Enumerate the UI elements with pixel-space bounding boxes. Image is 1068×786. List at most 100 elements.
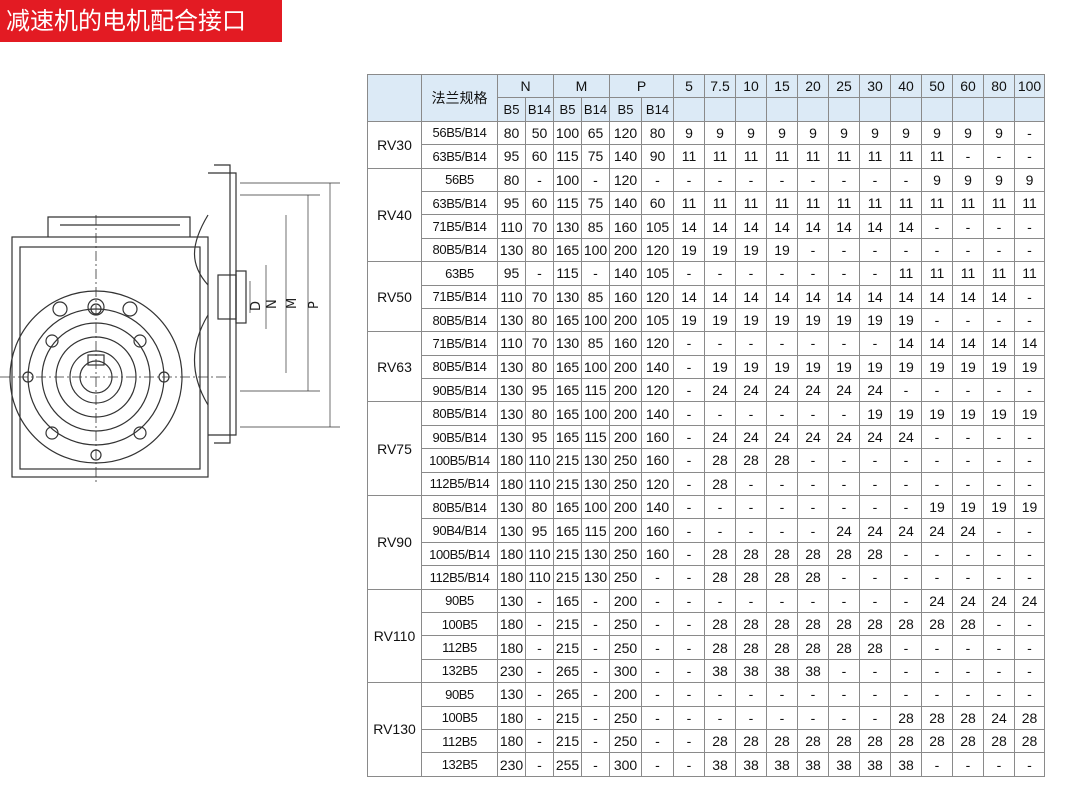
value-cell: 14 [704, 284, 736, 309]
flange-cell: 56B5/B14 [421, 120, 498, 146]
value-cell: 28 [890, 705, 922, 730]
value-cell: - [673, 331, 705, 356]
value-cell: - [828, 261, 860, 286]
value-cell: 24 [983, 588, 1015, 613]
value-cell: 110 [525, 448, 554, 473]
value-cell: 11 [673, 144, 705, 169]
value-cell: - [859, 705, 891, 730]
value-cell: 130 [497, 354, 526, 380]
value-cell: 19 [921, 495, 953, 520]
value-cell: - [766, 331, 798, 356]
value-cell: 160 [641, 541, 674, 567]
value-cell: 38 [766, 658, 798, 684]
value-cell: 105 [641, 214, 674, 239]
value-cell: - [641, 728, 674, 754]
value-cell: - [952, 541, 984, 567]
flange-cell: 80B5/B14 [421, 401, 498, 426]
header-ratio-blank [704, 97, 736, 122]
value-cell: - [797, 167, 829, 192]
value-cell: 19 [921, 401, 953, 426]
header-ratio: 20 [797, 73, 829, 99]
value-cell: 28 [704, 448, 736, 473]
value-cell: 11 [704, 190, 736, 216]
value-cell: 28 [766, 635, 798, 660]
value-cell: 130 [497, 378, 526, 403]
value-cell: 250 [609, 611, 642, 637]
value-cell: - [921, 635, 953, 660]
value-cell: 180 [497, 705, 526, 730]
value-cell: - [983, 237, 1015, 263]
value-cell: 28 [797, 611, 829, 637]
value-cell: - [525, 588, 554, 613]
value-cell: 11 [983, 190, 1015, 216]
value-cell: 140 [641, 354, 674, 380]
flange-cell: 100B5 [421, 611, 498, 637]
value-cell: 19 [859, 307, 891, 333]
value-cell: 19 [704, 237, 736, 263]
header-ratio-blank [766, 97, 798, 122]
value-cell: - [983, 144, 1015, 169]
value-cell: - [921, 541, 953, 567]
header-sub: B5 [553, 97, 582, 122]
value-cell: - [704, 588, 736, 613]
model-cell: RV130 [367, 682, 422, 777]
value-cell: - [828, 237, 860, 263]
header-ratio: 15 [766, 73, 798, 99]
header-sub: B5 [609, 97, 642, 122]
header-ratio-blank [890, 97, 922, 122]
value-cell: - [797, 331, 829, 356]
value-cell: 11 [1014, 190, 1045, 216]
value-cell: 28 [797, 728, 829, 754]
value-cell: - [797, 495, 829, 520]
value-cell: 14 [704, 214, 736, 239]
value-cell: 38 [766, 752, 798, 777]
value-cell: - [735, 588, 767, 613]
value-cell: 160 [609, 214, 642, 239]
value-cell: 160 [641, 448, 674, 473]
value-cell: 14 [828, 284, 860, 309]
value-cell: - [1014, 424, 1045, 450]
value-cell: 115 [581, 518, 610, 543]
flange-cell: 132B5 [421, 752, 498, 777]
value-cell: - [735, 331, 767, 356]
value-cell: - [921, 378, 953, 403]
value-cell: 38 [890, 752, 922, 777]
value-cell: - [859, 658, 891, 684]
value-cell: - [673, 424, 705, 450]
value-cell: 19 [890, 354, 922, 380]
value-cell: 100 [581, 354, 610, 380]
flange-cell: 132B5 [421, 658, 498, 684]
value-cell: 19 [952, 401, 984, 426]
value-cell: 115 [553, 144, 582, 169]
value-cell: - [952, 682, 984, 707]
value-cell: 24 [859, 424, 891, 450]
value-cell: 300 [609, 658, 642, 684]
value-cell: 95 [497, 190, 526, 216]
value-cell: 80 [525, 237, 554, 263]
value-cell: 9 [890, 120, 922, 146]
value-cell: - [641, 635, 674, 660]
value-cell: 14 [673, 214, 705, 239]
value-cell: 28 [704, 635, 736, 660]
value-cell: - [766, 471, 798, 497]
value-cell: 165 [553, 307, 582, 333]
value-cell: - [859, 448, 891, 473]
value-cell: - [890, 682, 922, 707]
value-cell: 265 [553, 682, 582, 707]
value-cell: 24 [859, 378, 891, 403]
value-cell: 11 [828, 190, 860, 216]
value-cell: 130 [497, 495, 526, 520]
value-cell: 28 [735, 728, 767, 754]
value-cell: 200 [609, 237, 642, 263]
value-cell: 28 [704, 611, 736, 637]
value-cell: - [1014, 284, 1045, 309]
dimension-label-p: P [307, 301, 322, 309]
value-cell: 28 [983, 728, 1015, 754]
